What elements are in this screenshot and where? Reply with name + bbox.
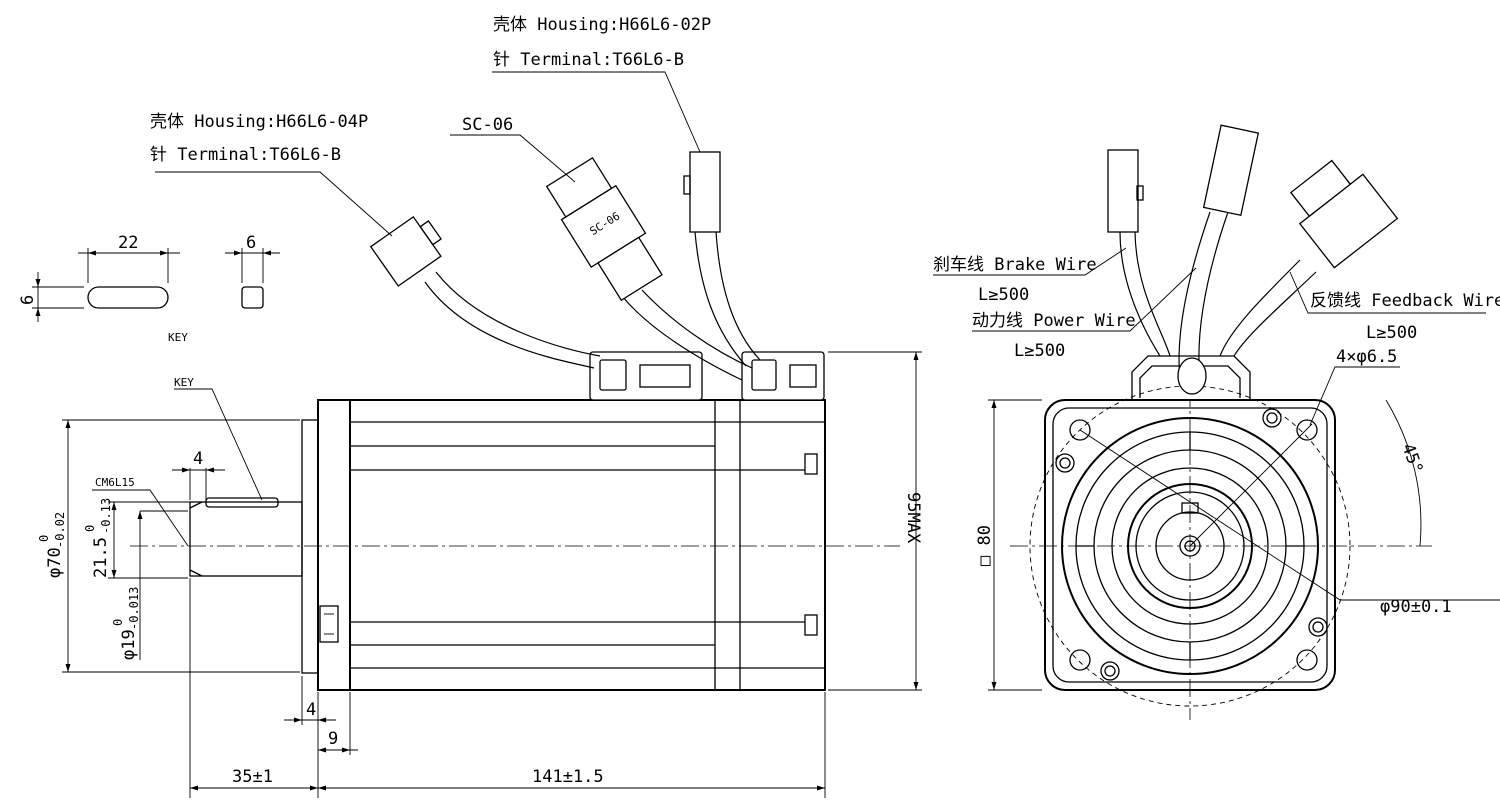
front-brake-plug — [1107, 149, 1139, 233]
motor-front-view — [933, 124, 1500, 720]
bolt-hole-leader — [1309, 366, 1400, 426]
front-feedback-plug — [1289, 159, 1399, 269]
shaft-circle — [1155, 511, 1225, 581]
bolt-hole — [1069, 649, 1091, 671]
svg-text:21.5: 21.5 — [91, 537, 111, 578]
key-detail-label: KEY — [168, 331, 188, 344]
bolt-hole — [1296, 419, 1318, 441]
key-length-dim: 22 — [118, 233, 138, 253]
power-connector-socket — [589, 351, 703, 401]
power-housing-leader — [155, 171, 393, 237]
front-flange-square — [1044, 399, 1336, 691]
outer-ring — [1061, 417, 1319, 675]
dim-flange-square: □ 80 — [975, 525, 995, 566]
motor-side-view: SC-06 — [62, 71, 922, 798]
sc06-leader — [450, 134, 576, 183]
dim-body-length: 141±1.5 — [532, 767, 604, 787]
svg-text:0: 0 — [111, 619, 125, 626]
front-power-plug — [1202, 124, 1260, 217]
key-detail: 22 6 6 KEY — [18, 233, 280, 344]
power-wire-length: L≥500 — [1014, 341, 1065, 361]
brake-housing-label: 壳体 Housing:H66L6-02P — [493, 15, 711, 35]
key-leader-label: KEY — [174, 376, 194, 389]
dim-shaft-diameter: φ19 0 -0.013 — [111, 587, 141, 660]
key-end-view — [241, 286, 264, 309]
front-power-cable — [1178, 211, 1211, 381]
shaft — [189, 501, 303, 577]
brake-wire-leader — [933, 247, 1127, 276]
brake-terminal-label: 针 Terminal:T66L6-B — [493, 50, 684, 70]
svg-text:0: 0 — [83, 525, 97, 532]
svg-text:0: 0 — [37, 535, 51, 542]
pilot-ring — [1127, 483, 1253, 609]
dim-shaft-length: 35±1 — [232, 767, 273, 787]
front-brake-cable — [1119, 231, 1161, 357]
power-plug — [369, 215, 442, 287]
chamfer-leader — [92, 489, 189, 547]
svg-text:φ19: φ19 — [119, 629, 139, 660]
encoder-connector-label: SC-06 — [462, 115, 513, 135]
dim-flange-thickness: 4 — [306, 700, 316, 720]
feedback-wire-leader — [1289, 271, 1486, 314]
feedback-wire-label: 反馈线 Feedback Wire — [1310, 291, 1500, 311]
feedback-wire-length: L≥500 — [1366, 323, 1417, 343]
brake-plug — [689, 151, 721, 233]
key-leader — [174, 388, 263, 501]
power-wire-label: 动力线 Power Wire — [972, 311, 1136, 331]
dim-4-top: 4 — [193, 449, 203, 469]
brake-housing-leader — [492, 71, 701, 153]
brake-cable — [694, 231, 747, 367]
flange-pilot — [301, 419, 319, 674]
power-cable — [424, 281, 595, 369]
bolt-hole — [1296, 649, 1318, 671]
pcd-leader — [1079, 429, 1500, 601]
chamfer-label: CM6L15 — [95, 476, 135, 489]
key-height-dim: 6 — [18, 295, 38, 305]
front-feedback-cable — [1219, 259, 1301, 357]
dim-key-depth: 21.5 0 -0.13 — [83, 498, 113, 578]
dim-pcd: φ90±0.1 — [1380, 597, 1452, 617]
front-flange — [317, 399, 351, 691]
brake-connector-socket — [741, 351, 825, 401]
power-terminal-label: 针 Terminal:T66L6-B — [150, 145, 341, 165]
svg-text:φ70: φ70 — [45, 547, 65, 578]
svg-text:-0.013: -0.013 — [127, 587, 141, 630]
encoder-cable — [621, 295, 743, 381]
shaft-key — [205, 497, 279, 508]
angle-arc — [1385, 399, 1422, 547]
svg-text:-0.02: -0.02 — [53, 512, 67, 548]
dim-height-max: 95MAX — [903, 492, 923, 544]
dim-flange-pilot: φ70 0 -0.02 — [37, 512, 67, 578]
brake-wire-length: L≥500 — [978, 285, 1029, 305]
bolt-hole — [1069, 419, 1091, 441]
key-width-dim: 6 — [246, 233, 256, 253]
motor-body — [349, 399, 826, 691]
power-wire-leader — [972, 267, 1197, 332]
encoder-plug-sc06: SC-06 — [545, 156, 663, 302]
dim-bolt-angle: 45° — [1397, 441, 1426, 477]
dim-pilot-length: 9 — [328, 729, 338, 749]
dim-bolt-holes: 4×φ6.5 — [1336, 347, 1397, 367]
power-housing-label: 壳体 Housing:H66L6-04P — [150, 112, 368, 132]
pcd-circle — [1029, 385, 1351, 707]
key-top-view — [87, 286, 169, 309]
svg-text:-0.13: -0.13 — [99, 498, 113, 534]
brake-wire-label: 刹车线 Brake Wire — [933, 255, 1097, 275]
